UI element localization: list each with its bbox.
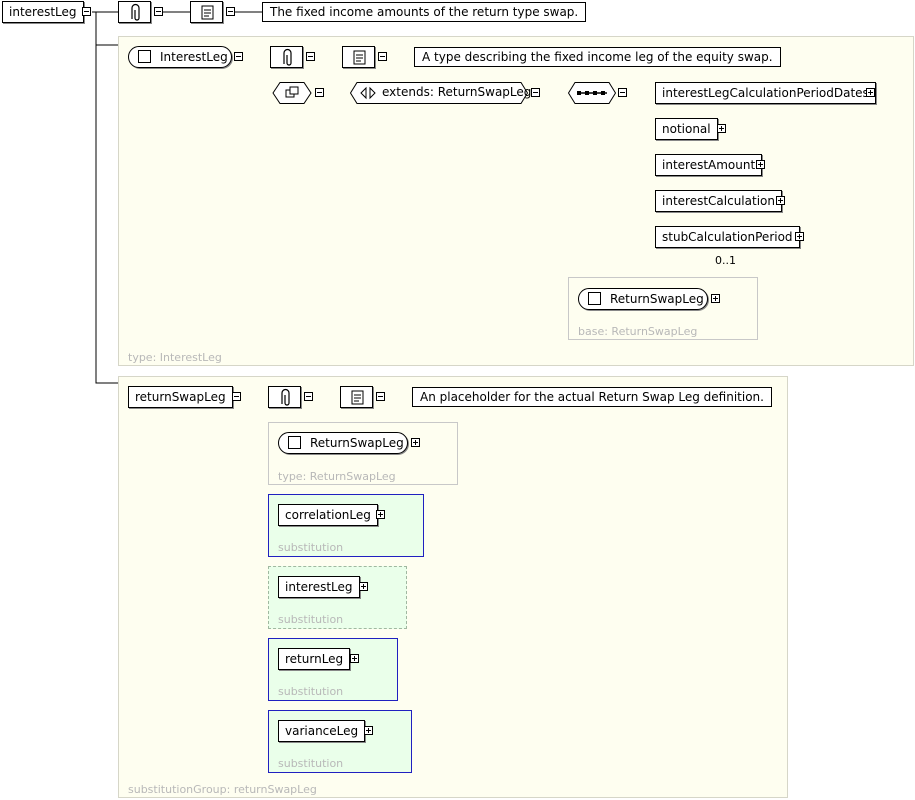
extends-label: extends: ReturnSwapLeg [382,85,532,99]
element-returnSwapLeg[interactable]: returnSwapLeg [128,386,233,408]
element-label: interestLeg [9,5,77,19]
complex-type-InterestLeg[interactable]: InterestLeg [128,46,232,68]
collapse-toggle[interactable] [376,392,385,401]
element-label: returnSwapLeg [135,390,226,404]
element-label: returnLeg [285,652,344,666]
collapse-toggle[interactable] [315,88,324,97]
scroll-icon[interactable] [342,46,375,68]
substitution-caption: substitution [278,757,344,770]
element-varianceLeg[interactable]: varianceLeg [278,720,366,742]
substitution-group-caption: substitutionGroup: returnSwapLeg [128,783,317,796]
type-label: ReturnSwapLeg [310,436,404,450]
element-interestLeg[interactable]: interestLeg [278,576,360,598]
expand-toggle[interactable] [711,294,720,303]
extends-ReturnSwapLeg[interactable]: extends: ReturnSwapLeg [350,82,532,104]
documentation-text: An placeholder for the actual Return Swa… [412,387,772,407]
complex-type-ReturnSwapLeg[interactable]: ReturnSwapLeg [278,432,408,454]
expand-toggle[interactable] [411,438,420,447]
element-interestLegCalculationPeriodDates[interactable]: interestLegCalculationPeriodDates [655,82,876,104]
substitution-caption: substitution [278,685,344,698]
element-correlationLeg[interactable]: correlationLeg [278,504,378,526]
element-label: notional [662,122,711,136]
expand-toggle[interactable] [364,726,373,735]
element-label: stubCalculationPeriod [662,230,793,244]
element-interestCalculation[interactable]: interestCalculation [655,190,782,212]
element-stubCalculationPeriod[interactable]: stubCalculationPeriod [655,226,800,248]
scroll-icon[interactable] [190,1,223,23]
square-icon [138,50,151,63]
element-notional[interactable]: notional [655,118,718,140]
element-returnLeg[interactable]: returnLeg [278,648,351,670]
collapse-toggle[interactable] [232,392,241,401]
expand-toggle[interactable] [376,510,385,519]
collapse-toggle[interactable] [304,392,313,401]
expand-toggle[interactable] [776,196,785,205]
collapse-toggle[interactable] [378,52,387,61]
collapse-toggle[interactable] [531,88,540,97]
expand-toggle[interactable] [795,232,804,241]
type-label: InterestLeg [160,50,228,64]
base-caption: base: ReturnSwapLeg [578,325,698,338]
element-label: interestCalculation [662,194,775,208]
collapse-toggle[interactable] [234,52,243,61]
element-label: interestLegCalculationPeriodDates [662,86,869,100]
square-icon [588,292,601,305]
scroll-icon[interactable] [340,386,373,408]
element-interestAmount[interactable]: interestAmount [655,154,763,176]
collapse-toggle[interactable] [306,52,315,61]
collapse-toggle[interactable] [154,7,163,16]
documentation-text: A type describing the fixed income leg o… [414,47,781,67]
collapse-toggle[interactable] [226,7,235,16]
expand-toggle[interactable] [359,582,368,591]
expand-toggle[interactable] [756,160,765,169]
element-interestLeg[interactable]: interestLeg [2,1,84,23]
sequence-icon[interactable] [567,82,617,104]
expand-toggle[interactable] [717,124,726,133]
element-label: interestLeg [285,580,353,594]
paperclip-icon[interactable] [270,46,303,68]
documentation-text: The fixed income amounts of the return t… [262,2,587,22]
substitution-caption: substitution [278,613,344,626]
expand-toggle[interactable] [350,654,359,663]
square-icon [288,436,301,449]
substitution-caption: substitution [278,541,344,554]
occurrence-label: 0..1 [715,254,736,267]
extension-icon[interactable] [272,82,312,104]
element-label: interestAmount [662,158,756,172]
collapse-toggle[interactable] [82,7,91,16]
type-label: ReturnSwapLeg [610,292,704,306]
collapse-toggle[interactable] [618,88,627,97]
element-label: correlationLeg [285,508,371,522]
paperclip-icon[interactable] [118,1,151,23]
type-caption: type: ReturnSwapLeg [278,470,396,483]
element-label: varianceLeg [285,724,359,738]
expand-toggle[interactable] [866,88,875,97]
complex-type-ReturnSwapLeg[interactable]: ReturnSwapLeg [578,288,708,310]
paperclip-icon[interactable] [268,386,301,408]
type-caption: type: InterestLeg [128,351,222,364]
